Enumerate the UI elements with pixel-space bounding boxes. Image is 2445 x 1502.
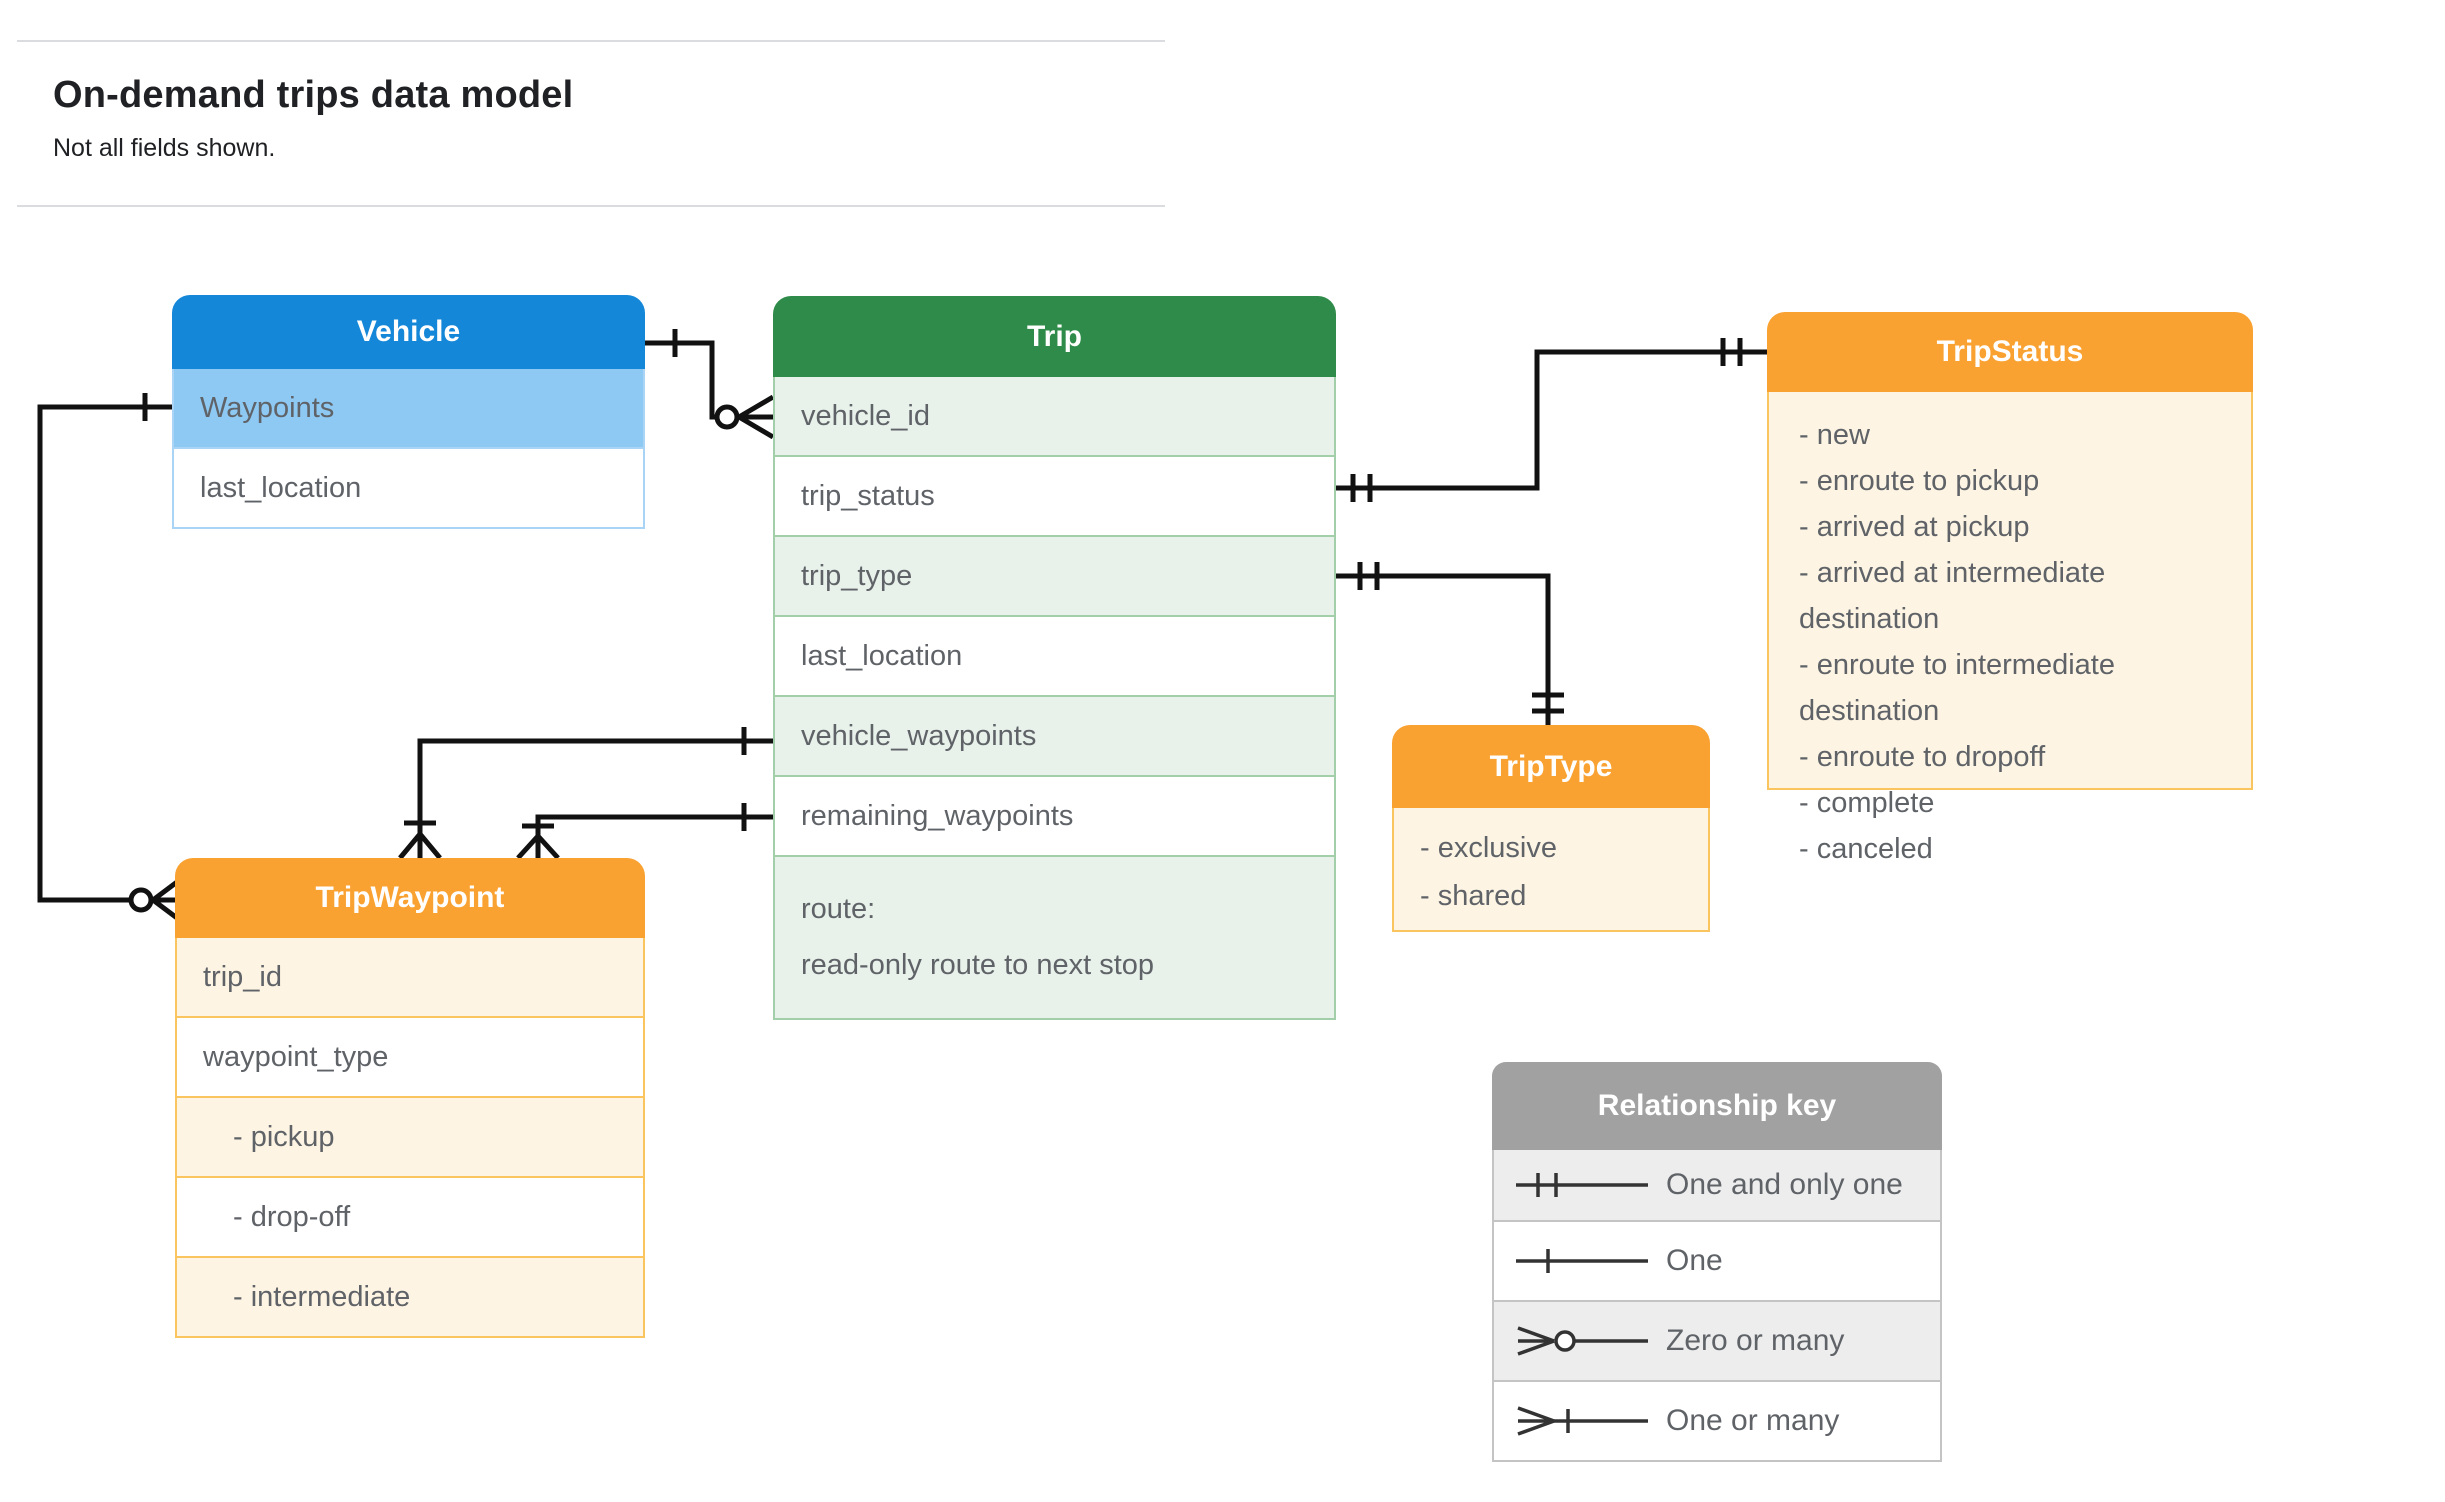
wire-trip-remaining-waypoints (535, 814, 773, 858)
legend-label: Zero or many (1666, 1324, 1845, 1357)
legend-box: Relationship key One and only one One (1492, 1062, 1942, 1462)
field-vehicle-last-location: last_location (172, 449, 645, 529)
legend-label: One or many (1666, 1404, 1840, 1437)
tripstatus-value: - new (1799, 419, 1870, 451)
one-and-only-one-icon (1516, 1173, 1648, 1197)
zero-circle-vehicle-trip (714, 404, 740, 430)
field-trip-vehicle-waypoints: vehicle_waypoints (773, 697, 1336, 777)
legend-label: One (1666, 1244, 1723, 1277)
zero-circle-vehicle-tripwaypoint (128, 887, 154, 913)
one-or-many-icon (1517, 1406, 1648, 1436)
legend-row-one-and-only-one: One and only one (1492, 1150, 1942, 1222)
crowfoot-remaining-waypoints (516, 834, 560, 860)
field-vehicle-waypoints: Waypoints (172, 369, 645, 449)
ticks-trip-tripstatus (1350, 338, 1743, 502)
legend-row-one-or-many: One or many (1492, 1382, 1942, 1462)
tripstatus-value: - enroute to dropoff (1799, 741, 2046, 773)
entity-vehicle-title: Vehicle (172, 295, 645, 369)
entity-tripstatus-title: TripStatus (1767, 312, 2253, 392)
tripstatus-value: - arrived at intermediate destination (1799, 557, 2106, 635)
field-tripwaypoint-waypoint-type: waypoint_type (175, 1018, 645, 1098)
entity-trip: Trip vehicle_id trip_status trip_type la… (773, 296, 1336, 1020)
divider-bottom (17, 205, 1165, 207)
legend-label: One and only one (1666, 1168, 1903, 1201)
field-tripwaypoint-trip-id: trip_id (175, 938, 645, 1018)
field-tripwaypoint-pickup: - pickup (175, 1098, 645, 1178)
field-trip-remaining-waypoints: remaining_waypoints (773, 777, 1336, 857)
wire-trip-tripstatus (1336, 349, 1767, 491)
wire-vehicle-tripwaypoint (37, 404, 172, 903)
field-trip-route-line1: route: (801, 893, 876, 925)
entity-triptype-values: - exclusive - shared (1392, 808, 1710, 932)
field-tripwaypoint-intermediate: - intermediate (175, 1258, 645, 1338)
entity-tripwaypoint: TripWaypoint trip_id waypoint_type - pic… (175, 858, 645, 1338)
tripstatus-value: - complete (1799, 787, 1935, 819)
field-tripwaypoint-dropoff: - drop-off (175, 1178, 645, 1258)
entity-triptype: TripType - exclusive - shared (1392, 725, 1710, 932)
field-trip-last-location: last_location (773, 617, 1336, 697)
entity-tripwaypoint-title: TripWaypoint (175, 858, 645, 938)
crowfoot-vehicle-trip (737, 394, 775, 440)
ticks-trip-triptype (1357, 562, 1564, 714)
entity-tripstatus-values: - new - enroute to pickup - arrived at p… (1767, 392, 2253, 865)
entity-triptype-title: TripType (1392, 725, 1710, 808)
triptype-value: - shared (1420, 880, 1527, 912)
tripstatus-value: - arrived at pickup (1799, 511, 2030, 543)
tripstatus-value: - enroute to pickup (1799, 465, 2040, 497)
page-subtitle: Not all fields shown. (53, 134, 276, 162)
wire-vehicle-trip (645, 340, 717, 420)
wire-trip-triptype (1336, 573, 1551, 725)
entity-vehicle: Vehicle Waypoints last_location (172, 295, 645, 529)
crowfoot-vehicle-waypoints (398, 832, 442, 860)
divider-top (17, 40, 1165, 42)
legend-row-one: One (1492, 1222, 1942, 1302)
crowfoot-vehicle-tripwaypoint (151, 880, 179, 920)
tripstatus-value: - canceled (1799, 833, 1933, 865)
page-title: On-demand trips data model (53, 74, 574, 116)
tripstatus-value: - enroute to intermediate destination (1799, 649, 2115, 727)
field-trip-type: trip_type (773, 537, 1336, 617)
one-icon (1516, 1249, 1648, 1273)
entity-trip-title: Trip (773, 296, 1336, 377)
field-trip-route: route: read-only route to next stop (773, 857, 1336, 1020)
legend-row-zero-or-many: Zero or many (1492, 1302, 1942, 1382)
field-trip-vehicle-id: vehicle_id (773, 377, 1336, 457)
triptype-value: - exclusive (1420, 832, 1557, 864)
legend-title: Relationship key (1492, 1062, 1942, 1150)
field-trip-route-line2: read-only route to next stop (801, 949, 1155, 981)
zero-or-many-icon (1517, 1326, 1648, 1356)
entity-tripstatus: TripStatus - new - enroute to pickup - a… (1767, 312, 2253, 865)
wire-trip-vehicle-waypoints (417, 738, 773, 858)
field-trip-status: trip_status (773, 457, 1336, 537)
